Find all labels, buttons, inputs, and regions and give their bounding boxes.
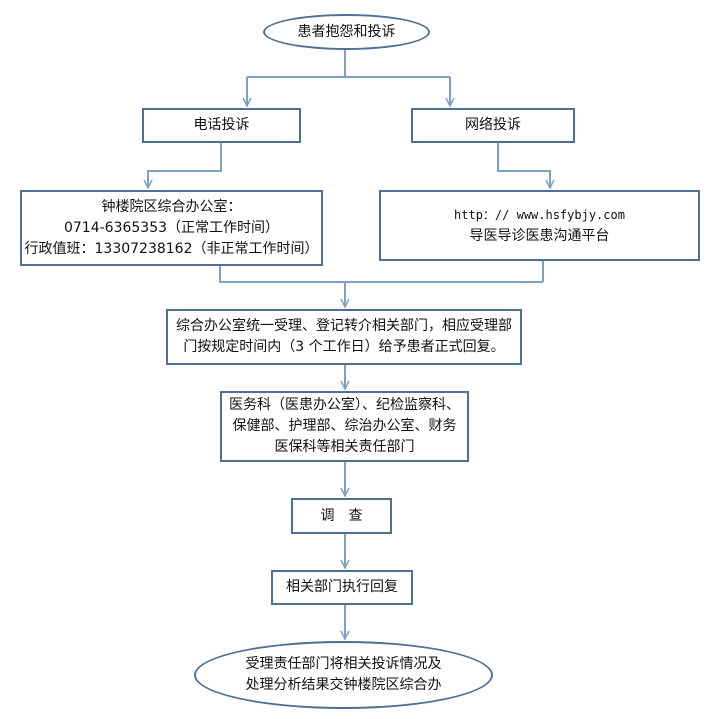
departments-line-2: 保健部、护理部、综治办公室、财务 <box>232 418 457 434</box>
phone-office-label: 钟楼院区综合办公室： <box>101 198 242 215</box>
investigate-box: 调 查 <box>291 498 392 534</box>
connector-start-split <box>247 48 450 78</box>
process-box: 综合办公室统一受理、登记转介相关部门，相应受理部 门按规定时间内（3 个工作日）… <box>166 309 522 365</box>
reply-box: 相关部门执行回复 <box>271 570 413 605</box>
phone-duty-number: 行政值班：13307238162（非正常工作时间） <box>24 240 319 257</box>
departments-box: 医务科（医患办公室）、纪检监察科、 保健部、护理部、综治办公室、财务 医保科等相… <box>220 391 469 462</box>
network-platform-label: 导医导诊医患沟通平台 <box>469 227 610 244</box>
arrow-phone-to-detail <box>148 143 222 188</box>
end-line-2: 处理分析结果交钟楼院区综合办 <box>245 677 442 693</box>
start-label: 患者抱怨和投诉 <box>297 23 396 40</box>
reply-label: 相关部门执行回复 <box>286 579 398 595</box>
phone-detail-box: 钟楼院区综合办公室： 0714-6365353（正常工作时间） 行政值班：133… <box>20 190 323 266</box>
departments-line-1: 医务科（医患办公室）、纪检监察科、 <box>229 397 460 413</box>
phone-complaint-box: 电话投诉 <box>142 108 301 143</box>
investigate-label: 调 查 <box>320 507 363 524</box>
network-detail-box: http：// www.hsfybjy.com 导医导诊医患沟通平台 <box>379 190 700 261</box>
connector-merge <box>219 261 544 283</box>
process-line-1: 综合办公室统一受理、登记转介相关部门，相应受理部 <box>176 318 512 334</box>
departments-line-3: 医保科等相关责任部门 <box>274 439 415 455</box>
network-complaint-box: 网络投诉 <box>411 108 575 143</box>
phone-office-number: 0714-6365353（正常工作时间） <box>63 219 280 236</box>
end-node: 受理责任部门将相关投诉情况及 处理分析结果交钟楼院区综合办 <box>194 641 493 709</box>
network-url: http：// www.hsfybjy.com <box>454 207 625 222</box>
process-line-2: 门按规定时间内（3 个工作日）给予患者正式回复。 <box>183 339 505 355</box>
arrow-network-to-detail <box>497 143 550 188</box>
end-line-1: 受理责任部门将相关投诉情况及 <box>245 656 442 672</box>
network-complaint-label: 网络投诉 <box>465 117 521 133</box>
start-node: 患者抱怨和投诉 <box>263 14 430 50</box>
phone-complaint-label: 电话投诉 <box>193 117 250 133</box>
